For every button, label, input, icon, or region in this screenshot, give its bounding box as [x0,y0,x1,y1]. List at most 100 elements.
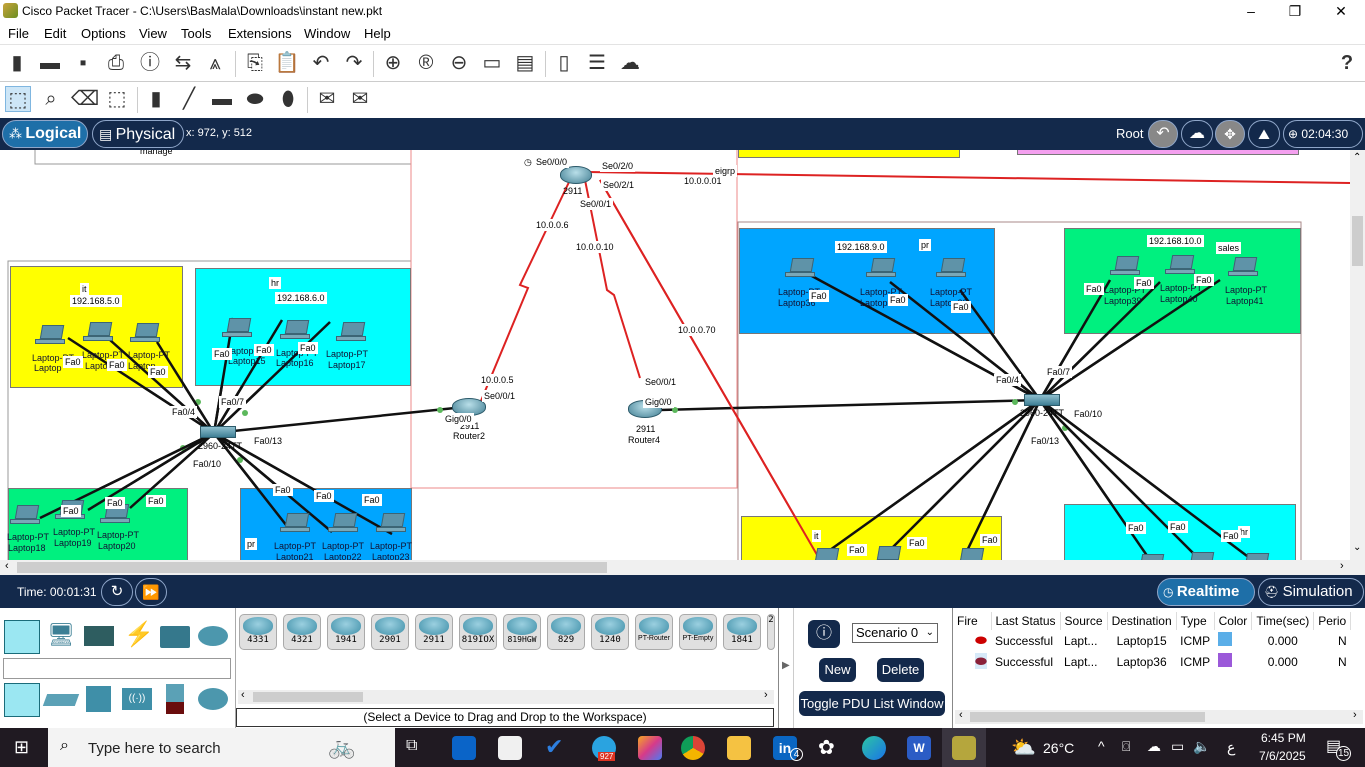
chevron-up-icon[interactable]: ^ [1098,738,1105,754]
col-periodic[interactable]: Perio [1313,612,1352,630]
new-scenario-button[interactable]: New [819,658,856,682]
delete-scenario-button[interactable]: Delete [877,658,924,682]
custom-device-icon[interactable]: ⩓ [209,52,221,74]
word-icon[interactable]: W [907,736,931,760]
laptop-icon[interactable] [83,322,113,342]
outlook-icon[interactable] [452,736,476,760]
back-icon[interactable]: ↶ [1148,120,1178,148]
zone-top-yellow[interactable] [738,150,960,158]
switch-icon[interactable] [1024,394,1060,406]
col-time[interactable]: Time(sec) [1251,612,1315,630]
pdu-scrollbar[interactable]: ‹ › [955,709,1363,724]
scroll-thumb[interactable] [970,712,1205,722]
device-tile-pt-router[interactable]: PT-Router [635,614,673,650]
laptop-icon[interactable] [280,513,310,533]
volume-icon[interactable]: 🔈 [1193,738,1211,754]
cloud-icon[interactable]: ☁ [620,52,640,74]
laptop-icon[interactable] [866,258,896,278]
device-tile-pt-empty[interactable]: PT-Empty [679,614,717,650]
scroll-up-icon[interactable]: ⌃ [1353,152,1362,163]
menu-tools[interactable]: Tools [181,26,212,41]
custom-devices-dialog-icon[interactable]: ▤ [515,52,535,74]
line-icon[interactable]: ╱ [182,88,196,110]
clock-time[interactable]: 6:45 PM [1261,731,1306,745]
close-button[interactable]: ✕ [1335,3,1347,19]
scroll-left-icon[interactable]: ‹ [241,689,245,701]
power-cycle-icon[interactable]: ↻ [101,578,133,606]
laptop-icon[interactable] [1165,255,1195,275]
laptop-icon[interactable] [376,513,406,533]
category-network-devices[interactable] [4,620,40,654]
logical-tab[interactable]: ⁂ Logical [2,120,88,148]
zone-top-pink[interactable] [1017,150,1299,155]
zoom-reset-icon[interactable]: ® [418,52,434,74]
scroll-thumb[interactable] [1352,216,1363,266]
pdu-info-button[interactable]: ⓘ [808,620,840,648]
laptop-icon[interactable] [35,325,65,345]
scroll-right-icon[interactable]: › [764,689,768,701]
background-icon[interactable]: ⛰ [1248,120,1280,148]
menu-window[interactable]: Window [304,26,351,41]
laptop-icon[interactable] [1185,552,1215,560]
open-folder-icon[interactable]: ▬ [40,52,60,74]
help-icon[interactable]: ? [1340,52,1354,74]
laptop-icon[interactable] [100,504,130,524]
realtime-tab[interactable]: ◷ Realtime [1157,578,1255,606]
laptop-icon[interactable] [328,513,358,533]
category-components-icon[interactable] [84,626,114,646]
activity-wizard-icon[interactable]: ⇆ [174,52,192,74]
laptop-icon[interactable] [1110,256,1140,276]
taskbar-search[interactable]: ⌕ Type here to search 🚲 [48,728,395,767]
subcategory-hubs-icon[interactable] [86,686,111,712]
restore-button[interactable]: ❐ [1288,3,1302,19]
task-view-icon[interactable]: ⧉ [406,737,418,754]
weather-icon[interactable]: ⛅ [1011,737,1036,759]
new-file-icon[interactable]: ▮ [11,52,23,74]
windows-start-icon[interactable]: ⊞ [14,737,30,757]
scenario-select[interactable]: Scenario 0 ⌄ [852,623,938,643]
file-explorer-icon[interactable] [727,736,751,760]
subcategory-security-icon[interactable] [166,684,184,714]
horizontal-scrollbar[interactable]: ‹ › [0,560,1365,575]
col-type[interactable]: Type [1176,612,1215,630]
packet-tracer-taskbar-item[interactable] [942,728,986,767]
laptop-icon[interactable] [936,258,966,278]
col-source[interactable]: Source [1060,612,1108,630]
scroll-right-icon[interactable]: › [1340,560,1344,572]
info-icon[interactable]: ⓘ [140,52,160,74]
subcategory-switches-icon[interactable] [42,694,80,706]
switch-icon[interactable] [200,426,236,438]
copy-icon[interactable]: ⎘ [247,52,263,74]
scroll-left-icon[interactable]: ‹ [959,709,963,721]
category-end-devices-icon[interactable]: 🖥 [47,622,75,647]
device-tile-819hgw[interactable]: 819HGW [503,614,541,650]
battery-icon[interactable]: ▭ [1171,738,1185,754]
laptop-icon[interactable] [955,548,985,560]
col-destination[interactable]: Destination [1107,612,1177,630]
meet-icon[interactable]: ⌼ [1122,738,1131,754]
category-misc-icon[interactable] [160,626,190,648]
laptop-icon[interactable] [1228,257,1258,277]
device-tile-4321[interactable]: 4321 [283,614,321,650]
rectangle-icon[interactable]: ▬ [212,88,232,110]
laptop-icon[interactable] [872,546,902,560]
edge-icon[interactable] [862,736,886,760]
vertical-scrollbar[interactable]: ⌃ ⌄ [1350,150,1365,560]
fire-button-icon[interactable]: ⬬ [975,653,987,669]
save-icon[interactable]: ▪ [79,52,87,74]
store-icon[interactable] [498,736,522,760]
zoom-out-icon[interactable]: ⊖ [450,52,468,74]
select-icon[interactable]: ⬚ [5,86,31,112]
device-tile-1941[interactable]: 1941 [327,614,365,650]
device-tile-4331[interactable]: 4331 [239,614,277,650]
menu-help[interactable]: Help [364,26,391,41]
simulation-tab[interactable]: ⛑ Simulation [1258,578,1364,606]
zoom-in-icon[interactable]: ⊕ [384,52,402,74]
weather-temp[interactable]: 26°C [1043,740,1075,756]
device-tile-2901[interactable]: 2901 [371,614,409,650]
drawing-palette-icon[interactable]: ▭ [482,52,502,74]
ellipse-icon[interactable]: ⬬ [246,88,264,110]
laptop-icon[interactable] [130,323,160,343]
copilot-icon[interactable] [638,736,662,760]
menu-edit[interactable]: Edit [44,26,67,41]
